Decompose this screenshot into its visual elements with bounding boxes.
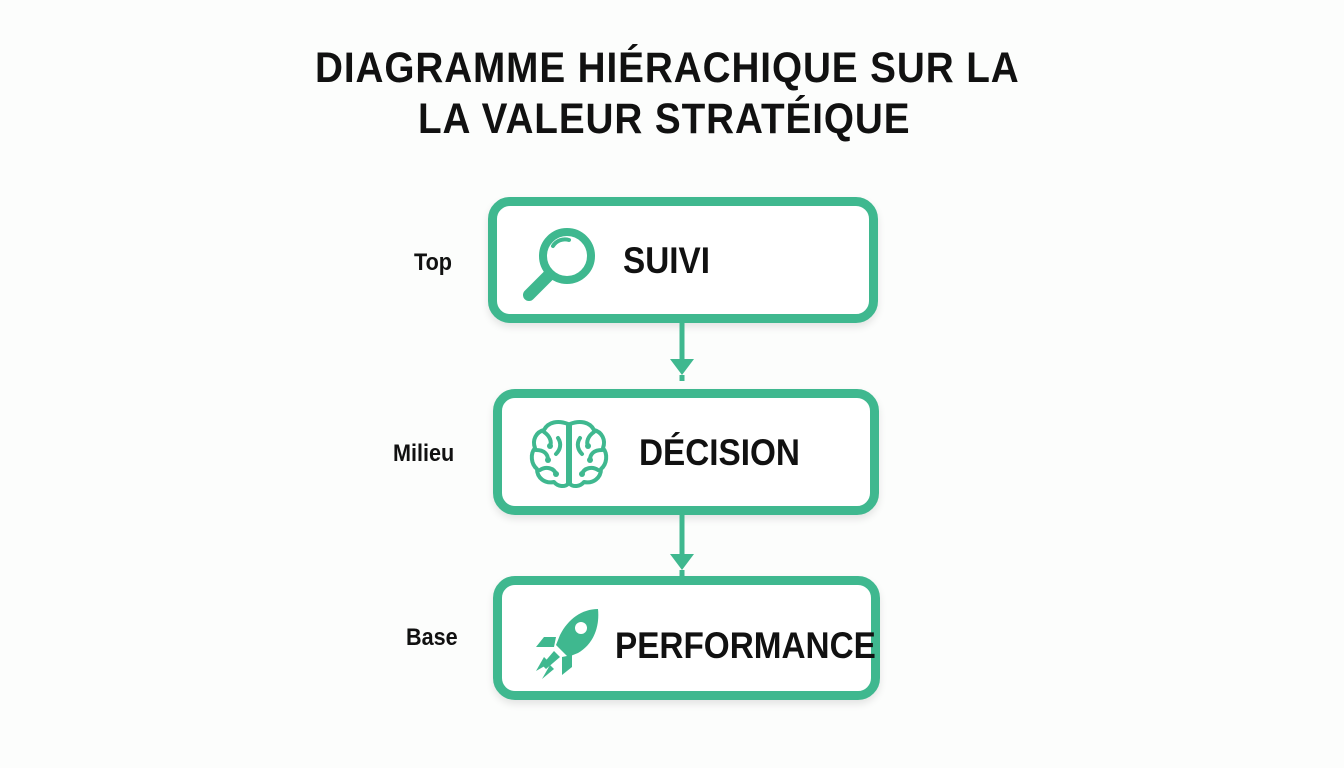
level-label-milieu: Milieu [393, 440, 455, 467]
arrow-connector-2 [670, 514, 694, 578]
box-label-decision: DÉCISION [639, 432, 800, 473]
level-label-top: Top [414, 249, 452, 276]
brain-icon [529, 420, 609, 489]
hierarchy-box-performance: PERFORMANCE [493, 576, 880, 700]
box-label-performance: PERFORMANCE [615, 625, 876, 666]
box-label-suivi: SUIVI [623, 240, 710, 281]
hierarchy-box-suivi: SUIVI [488, 197, 878, 323]
hierarchy-box-decision: DÉCISION [493, 389, 879, 515]
diagram-title-line-2: LA VALEUR STRATÉIQUE [418, 95, 911, 143]
level-label-base: Base [406, 624, 458, 651]
diagram-title-line-1: DIAGRAMME HIÉRACHIQUE SUR LA [315, 44, 1020, 92]
rocket-icon [536, 609, 599, 679]
magnifying-glass-icon [523, 228, 595, 301]
arrow-connector-1 [670, 323, 694, 381]
